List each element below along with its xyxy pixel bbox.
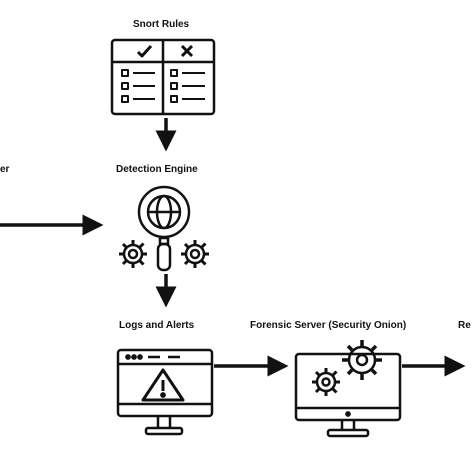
monitor-warning-icon: [116, 348, 214, 436]
globe-magnifier-gears-icon: [119, 185, 209, 272]
rules-checklist-icon: [110, 38, 216, 116]
right-partial-label: Re: [458, 320, 471, 331]
detection-engine-label: Detection Engine: [116, 164, 198, 175]
snort-rules-label: Snort Rules: [133, 19, 190, 30]
monitor-gears-icon: [294, 340, 402, 438]
left-partial-label: er: [0, 164, 10, 175]
logs-alerts-label: Logs and Alerts: [119, 320, 195, 331]
forensic-server-label: Forensic Server (Security Onion): [250, 320, 407, 331]
